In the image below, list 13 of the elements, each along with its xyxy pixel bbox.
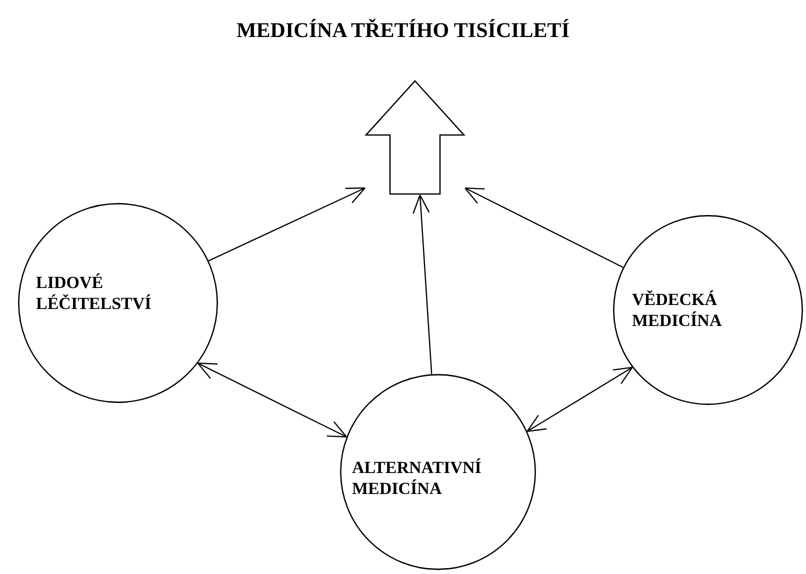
- node-label: VĚDECKÁ MEDICÍNA: [632, 289, 723, 331]
- circle: [340, 374, 536, 570]
- arrow: [208, 187, 366, 262]
- hollow-arrow: [365, 80, 465, 195]
- title: MEDICÍNA TŘETÍHO TISÍCILETÍ: [235, 18, 570, 43]
- circle: [613, 215, 803, 405]
- arrow: [197, 362, 348, 438]
- arrow: [464, 187, 624, 268]
- arrow: [412, 194, 432, 374]
- node-label: LIDOVÉ LÉČITELSTVÍ: [36, 272, 152, 314]
- arrow: [526, 366, 633, 432]
- circle: [18, 203, 218, 403]
- node-label: ALTERNATIVNÍ MEDICÍNA: [352, 457, 482, 499]
